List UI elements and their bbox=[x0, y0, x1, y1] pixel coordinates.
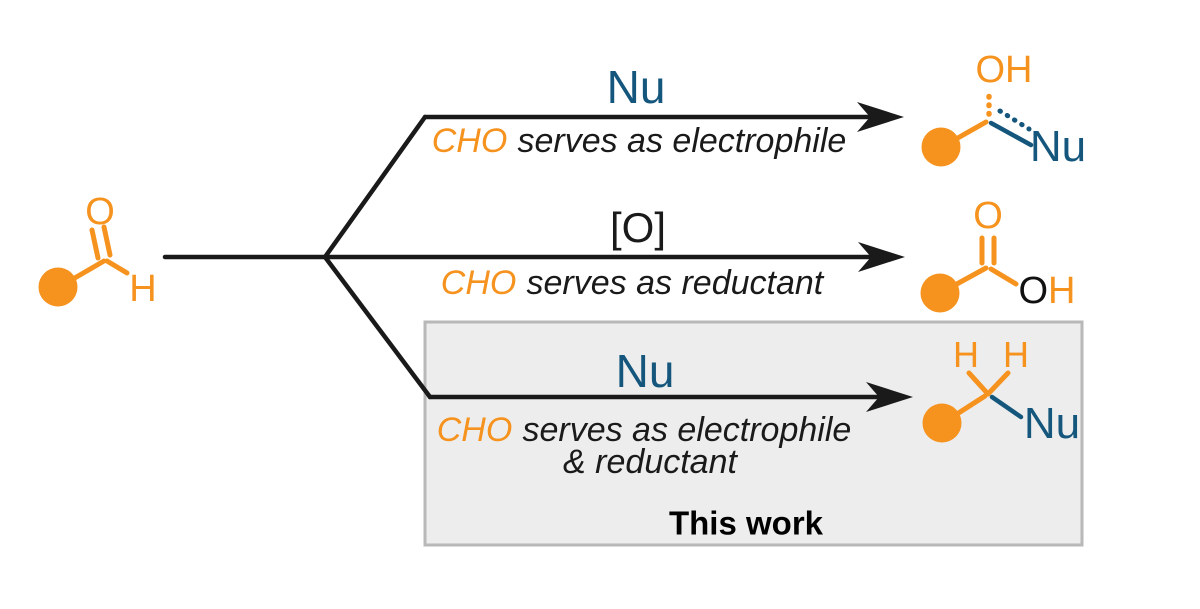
product-bottom-nu-label: Nu bbox=[1023, 399, 1081, 448]
bottom-cho-text: CHO bbox=[436, 411, 513, 449]
nu-bond bbox=[989, 394, 1024, 420]
product-middle-oh-label: OH bbox=[1018, 272, 1075, 310]
branch-line-top bbox=[322, 114, 428, 260]
reactant-h-label: H bbox=[129, 268, 157, 310]
product-middle-oh-o: O bbox=[1018, 270, 1049, 312]
product-bottom-h2-label: H bbox=[1003, 334, 1029, 375]
product-top-oh-label: OH bbox=[975, 49, 1033, 91]
c-h-bond bbox=[985, 370, 1011, 397]
product-middle-structure bbox=[920, 235, 1019, 313]
branch-line-bottom bbox=[322, 254, 433, 400]
top-role-description: serves as electrophile bbox=[517, 122, 847, 160]
bond bbox=[70, 258, 107, 282]
top-reagent-nu-label: Nu bbox=[606, 61, 666, 113]
reactant-o-label: O bbox=[85, 191, 115, 233]
carbonyl-double-bond bbox=[89, 227, 101, 261]
arrow-middle-head bbox=[858, 242, 905, 272]
product-bottom-h1-label: H bbox=[953, 334, 979, 375]
bond bbox=[954, 393, 988, 417]
middle-cho-text: CHO bbox=[440, 264, 517, 302]
product-middle-o-label: O bbox=[973, 195, 1003, 237]
r-group-ball bbox=[921, 127, 961, 167]
branch-lines bbox=[162, 114, 433, 400]
r-group-ball bbox=[38, 267, 78, 307]
nu-bond-dotted bbox=[997, 108, 1032, 132]
product-middle-oh-h: H bbox=[1048, 270, 1076, 312]
middle-role-description: serves as reductant bbox=[526, 264, 824, 302]
r-group-ball bbox=[922, 403, 962, 443]
product-top-structure bbox=[921, 87, 1034, 167]
this-work-highlight-box bbox=[423, 320, 1084, 547]
c-h-bond bbox=[966, 370, 991, 397]
middle-reagent-oxidant-label: [O] bbox=[609, 204, 667, 251]
bottom-reagent-nu-label: Nu bbox=[615, 345, 675, 397]
arrow-top-head bbox=[857, 102, 904, 132]
bond bbox=[952, 265, 989, 288]
r-group-ball bbox=[920, 273, 960, 313]
arrow-top bbox=[422, 102, 904, 132]
arrow-bottom bbox=[427, 382, 913, 412]
arrow-middle bbox=[322, 242, 905, 272]
reactant-aldehyde-structure bbox=[38, 224, 130, 307]
bottom-role-text-line2: & reductant bbox=[563, 443, 737, 481]
product-top-nu-label: Nu bbox=[1029, 122, 1087, 171]
product-bottom-structure bbox=[922, 370, 1024, 443]
top-cho-text: CHO bbox=[431, 122, 508, 160]
bottom-role-description: serves as electrophile bbox=[522, 411, 852, 449]
this-work-badge: This work bbox=[668, 504, 824, 542]
arrow-bottom-head bbox=[866, 382, 913, 412]
nu-bond-solid bbox=[988, 120, 1034, 148]
c-h-bond bbox=[104, 258, 130, 276]
c-oh-bond bbox=[988, 266, 1019, 287]
carbonyl-double-bond bbox=[101, 224, 113, 258]
bond bbox=[953, 119, 989, 142]
